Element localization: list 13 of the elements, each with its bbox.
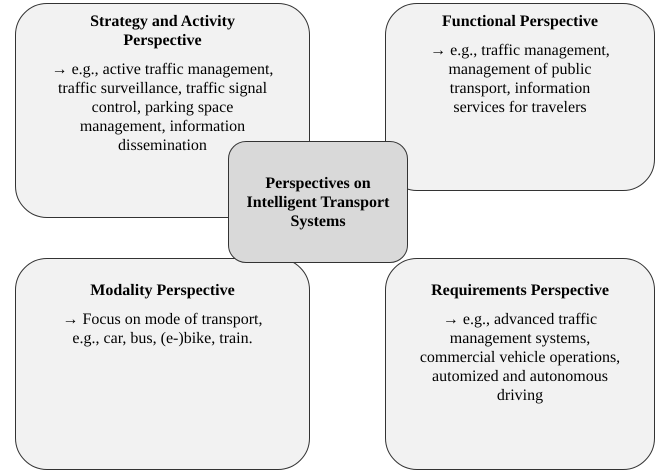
card-description: → e.g., traffic management, management of public transport, information services for travelers	[429, 41, 611, 117]
perspective-card	[385, 258, 655, 470]
central-topic-title: Perspectives on Intelligent Transport Systems	[246, 174, 390, 230]
card-description: → e.g., active traffic management, traffic surveillance, traffic signal control, parking space management, information dissemination	[50, 60, 274, 155]
card-heading: Functional Perspective	[442, 12, 598, 31]
perspective-card	[385, 3, 655, 191]
card-heading: Modality Perspective	[90, 281, 235, 300]
perspective-card	[15, 258, 310, 470]
card-heading: Strategy and Activity Perspective	[89, 12, 236, 50]
card-description: → Focus on mode of transport, e.g., car, bus, (e-)bike, train.	[62, 310, 264, 348]
card-description: → e.g., advanced traffic management systems, commercial vehicle operations, automized and autonomous driving	[418, 310, 622, 405]
card-heading: Requirements Perspective	[431, 281, 609, 300]
central-topic-box	[228, 141, 408, 263]
